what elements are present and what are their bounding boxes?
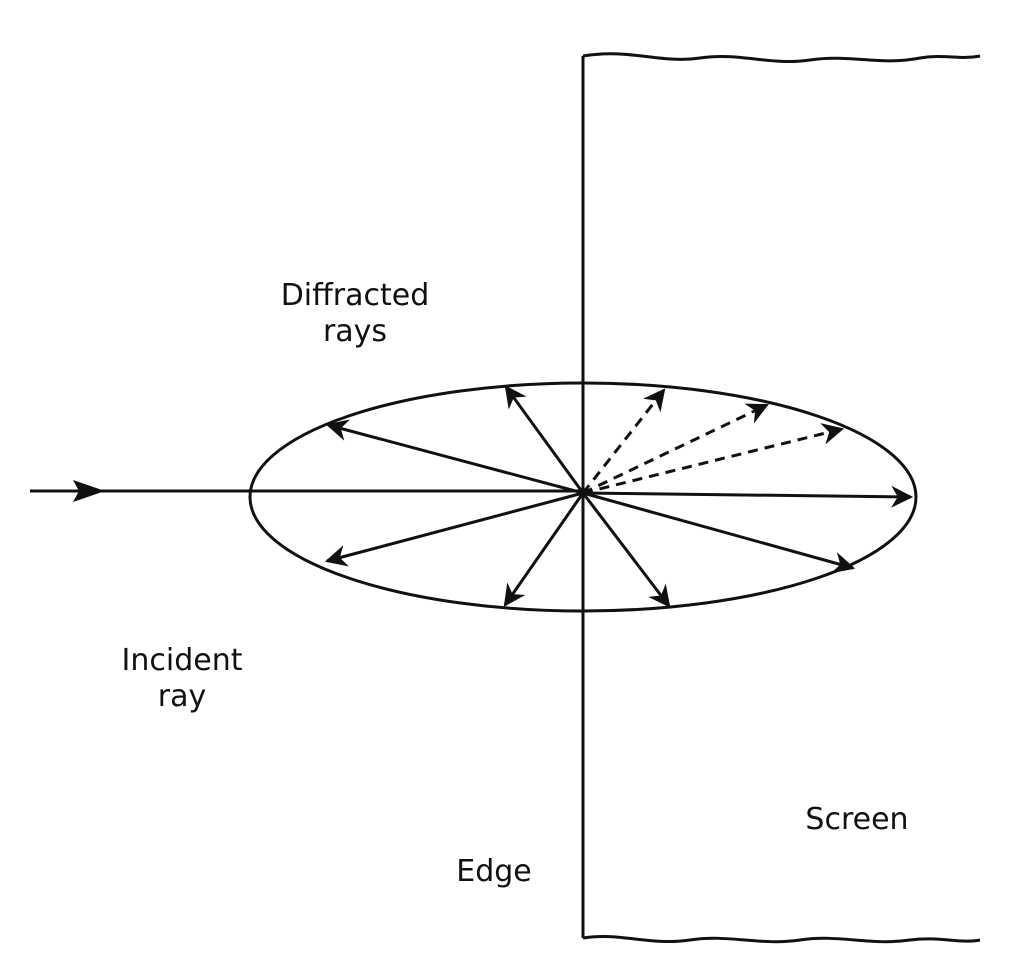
diffracted-rays-dashed (581, 388, 845, 495)
diffracted-ray (324, 491, 584, 567)
edge-point (578, 488, 588, 498)
diffracted-rays-label-line2: rays (322, 314, 388, 349)
incident-ray-label-line2: ray (157, 679, 207, 714)
diffracted-ray (503, 492, 585, 607)
diffracted-ray (581, 492, 671, 608)
screen-bottom-border (582, 934, 981, 944)
incident-ray-arrowhead (73, 480, 105, 502)
diffracted-rays-label: Diffracted rays (250, 278, 460, 350)
diffracted-ray (582, 485, 914, 508)
diffraction-ellipse (248, 381, 918, 613)
screen-top-border (582, 52, 981, 64)
incident-ray-label-line1: Incident (121, 643, 243, 678)
diffracted-ray (582, 491, 856, 574)
edge-label: Edge (456, 854, 532, 889)
screen-label: Screen (805, 802, 909, 837)
diffracted-ray-dashed (581, 388, 666, 494)
diffracted-rays-label-line1: Diffracted (280, 278, 430, 313)
diffracted-rays-solid (324, 385, 914, 608)
diffracted-ray (325, 419, 584, 495)
diffracted-ray (504, 385, 585, 494)
diffracted-ray-dashed (582, 403, 769, 495)
diffracted-ray-dashed (582, 423, 845, 495)
incident-ray-label: Incident ray (92, 643, 272, 715)
